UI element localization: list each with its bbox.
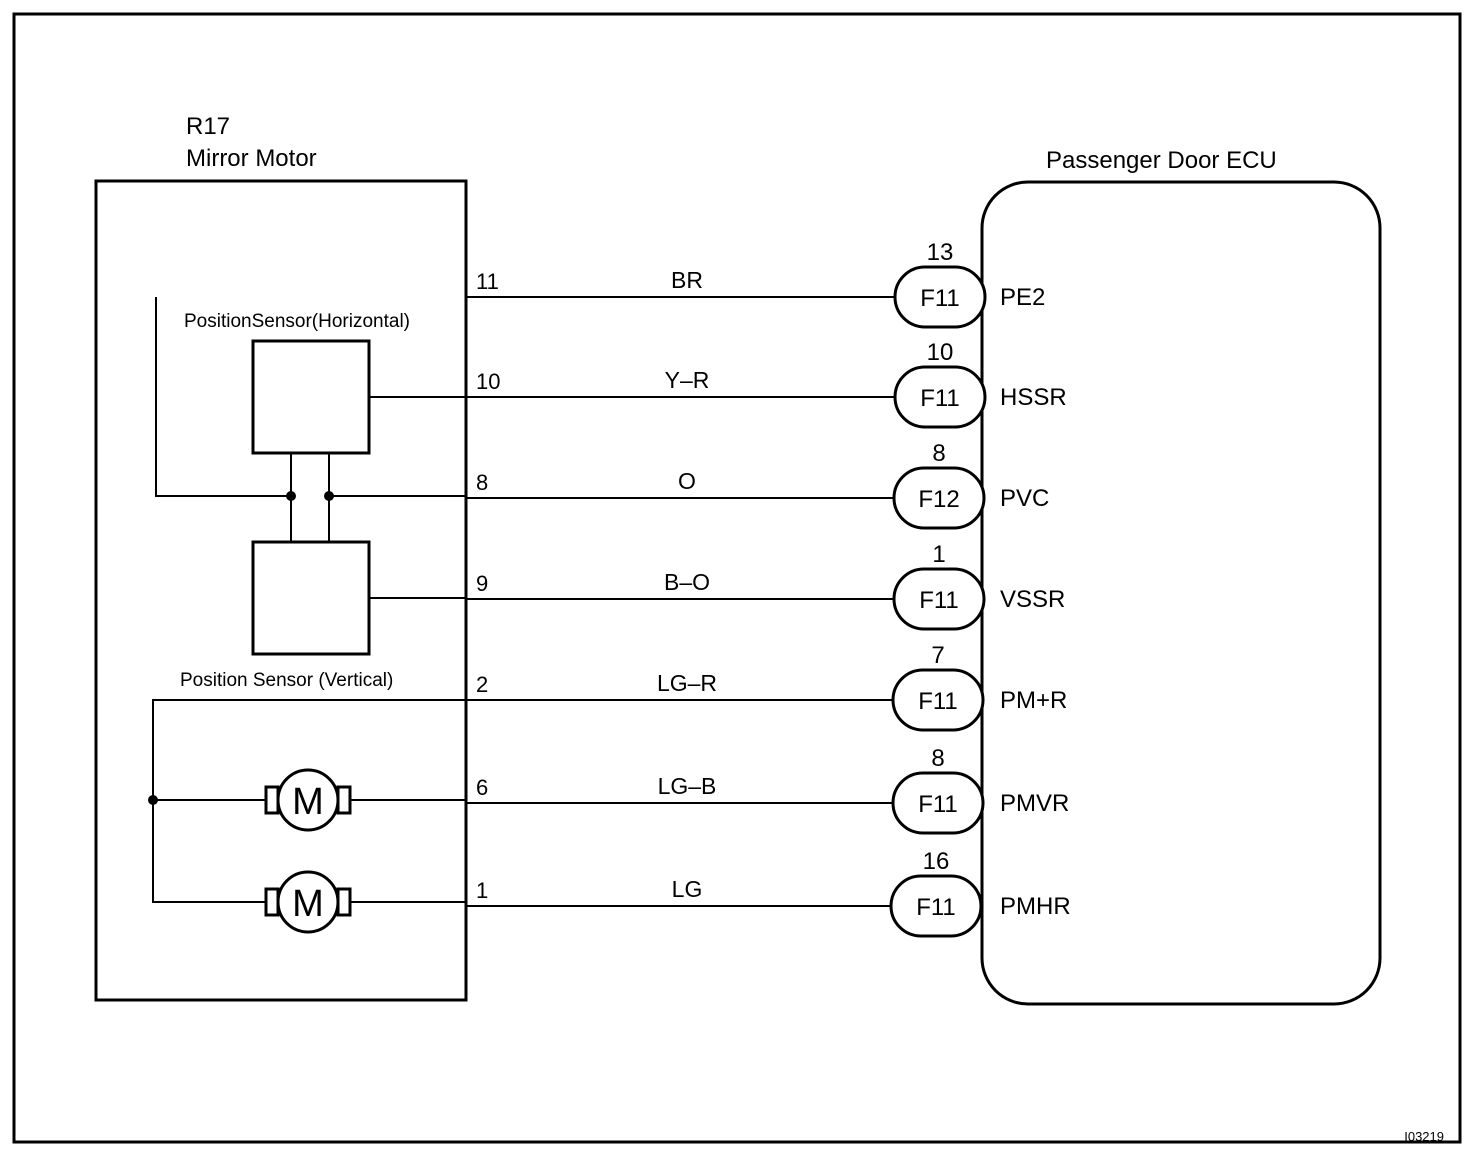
ecu-pin-number: 1 [932, 541, 945, 568]
terminal-name: VSSR [1000, 586, 1065, 613]
connector-code: F11 [918, 688, 958, 715]
wire-row: F11 8 6 LG–B PMVR [466, 745, 1069, 835]
motor-symbol-circle [276, 870, 340, 934]
motor-vertical: M [264, 768, 352, 832]
connector-pill [893, 265, 987, 329]
motor-pin-number: 10 [476, 369, 500, 394]
motor-pin-number: 2 [476, 672, 488, 697]
outer-frame [12, 12, 1462, 1144]
terminal-name: PM+R [1000, 687, 1067, 714]
motor-pin-number: 1 [476, 878, 488, 903]
ecu-component: Passenger Door ECU [980, 147, 1382, 1006]
connector-pill [892, 466, 986, 530]
ecu-pin-number: 13 [927, 239, 954, 266]
wire-color-code: Y–R [665, 367, 710, 393]
wire-row: F11 7 2 LG–R PM+R [466, 642, 1067, 732]
connector-code: F11 [919, 587, 959, 614]
mirror-motor-code: R17 [186, 113, 230, 140]
ecu-pin-number: 8 [932, 440, 945, 467]
motor-pin-number: 11 [476, 269, 499, 294]
wire-row: F11 16 1 LG PMHR [466, 848, 1071, 938]
ecu-pin-number: 8 [931, 745, 944, 772]
motor-symbol-label: M [292, 883, 324, 925]
wire-color-code: O [678, 468, 696, 494]
wire-row: F11 1 9 B–O VSSR [466, 541, 1065, 631]
sensor-vertical-box [251, 540, 371, 656]
connector-pill [889, 874, 983, 938]
wire-row: F11 13 11 BR PE2 [466, 239, 1045, 329]
sensor-vertical-label: Position Sensor (Vertical) [180, 670, 393, 691]
connector-code: F11 [918, 791, 958, 818]
connector-pill [893, 365, 987, 429]
ecu-name: Passenger Door ECU [1046, 147, 1277, 174]
ecu-pin-number: 16 [923, 848, 950, 875]
sensor-horizontal-box [251, 339, 371, 455]
motor-pin-number: 8 [476, 470, 488, 495]
ecu-pin-number: 7 [931, 642, 944, 669]
motor-pin-number: 6 [476, 775, 488, 800]
wire-color-code: B–O [664, 569, 710, 595]
sensor-horizontal-label: PositionSensor(Horizontal) [184, 311, 410, 332]
connector-code: F11 [920, 285, 960, 312]
mirror-motor-component: R17 Mirror Motor PositionSensor(Horizont… [94, 113, 468, 1002]
connector-pill [891, 668, 985, 732]
junction-dot [286, 491, 296, 501]
terminal-name: PE2 [1000, 284, 1045, 311]
terminal-name: PMVR [1000, 790, 1069, 817]
terminal-name: PMHR [1000, 893, 1071, 920]
connector-code: F11 [920, 385, 960, 412]
ecu-pin-number: 10 [927, 339, 954, 366]
terminal-name: PVC [1000, 485, 1049, 512]
connector-code: F11 [916, 894, 956, 921]
mirror-motor-name: Mirror Motor [186, 145, 317, 172]
connector-pill [891, 771, 985, 835]
terminal-name: HSSR [1000, 384, 1067, 411]
wire-color-code: LG [672, 876, 703, 902]
wire-color-code: LG–R [657, 670, 717, 696]
motor-symbol-label: M [292, 781, 324, 823]
motor-symbol-circle [276, 768, 340, 832]
motor-horizontal: M [264, 870, 352, 934]
junction-dot [324, 491, 334, 501]
connector-pill [892, 567, 986, 631]
connector-code: F12 [918, 486, 959, 513]
junction-dot [148, 795, 158, 805]
mirror-motor-box [94, 179, 468, 1002]
figure-id: I03219 [1404, 1129, 1444, 1144]
wire-color-code: LG–B [658, 773, 717, 799]
wire-color-code: BR [671, 267, 703, 293]
motor-pin-number: 9 [476, 571, 488, 596]
